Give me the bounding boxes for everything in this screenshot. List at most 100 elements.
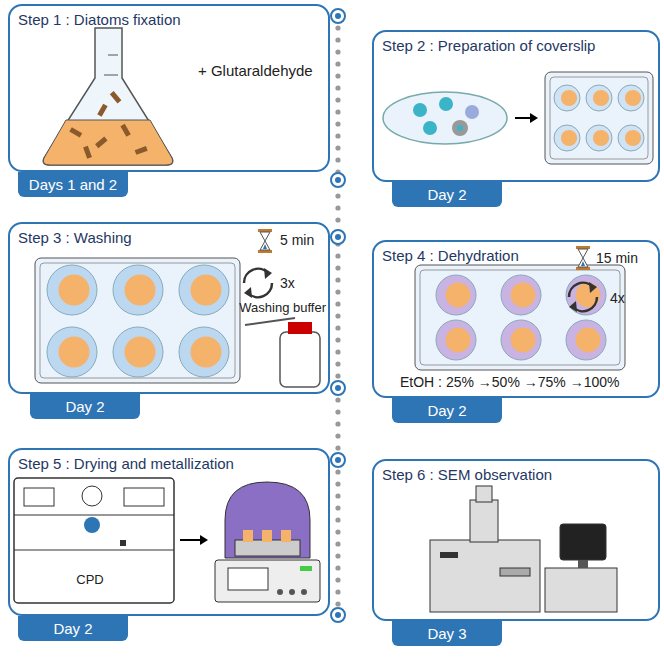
petri-dish	[383, 92, 538, 144]
coverslip	[125, 275, 156, 306]
annotation: 15 min	[596, 250, 638, 266]
timeline-dot	[335, 145, 340, 150]
well	[586, 125, 612, 151]
hourglass	[263, 244, 267, 249]
timeline-dot	[335, 397, 340, 402]
day-label: Day 2	[55, 394, 114, 419]
timeline-dot	[335, 253, 340, 258]
timeline-marker	[331, 608, 345, 622]
step-title: Step 1 : Diatoms fixation	[10, 6, 181, 28]
timeline-dot	[335, 469, 340, 474]
cycle-arrow	[264, 268, 272, 279]
hourglass	[578, 249, 588, 267]
timeline-marker	[331, 9, 345, 23]
timeline-dot	[335, 313, 340, 318]
flask	[43, 28, 173, 165]
timeline-dot	[335, 205, 340, 210]
timeline-dot	[335, 349, 340, 354]
annotation: 5 min	[280, 232, 314, 248]
well	[566, 275, 606, 315]
coverslip	[446, 328, 471, 353]
timeline-dot	[335, 121, 340, 126]
timeline-dot	[335, 73, 340, 78]
hourglass	[581, 261, 585, 266]
well	[554, 125, 580, 151]
timeline-dot	[335, 265, 340, 270]
step-box: Step 1 : Diatoms fixation	[8, 4, 330, 172]
timeline-marker	[335, 385, 341, 391]
day-tab: Day 3	[392, 621, 502, 646]
coverslip	[191, 337, 222, 368]
timeline-dot	[335, 421, 340, 426]
timeline-dot	[335, 61, 340, 66]
timeline-dot	[335, 481, 340, 486]
annotation: 3x	[280, 275, 295, 291]
well	[179, 265, 229, 315]
timeline-dot	[335, 541, 340, 546]
step-box: Step 5 : Drying and metallization	[8, 448, 330, 616]
timeline-dot	[335, 325, 340, 330]
step-box: Step 2 : Preparation of coverslip	[372, 30, 660, 182]
day-label: Day 2	[43, 616, 102, 641]
timeline-dot	[335, 25, 340, 30]
timeline-dot	[335, 517, 340, 522]
day-tab: Day 2	[392, 182, 502, 207]
timeline-marker	[335, 457, 341, 463]
timeline-marker	[335, 234, 341, 240]
step-title: Step 3 : Washing	[10, 224, 132, 246]
timeline-dot	[335, 433, 340, 438]
coverslip	[511, 283, 536, 308]
timeline-dot	[335, 409, 340, 414]
timeline-marker	[335, 177, 341, 183]
timeline-dot	[335, 301, 340, 306]
timeline-dot	[335, 577, 340, 582]
timeline-dot	[335, 217, 340, 222]
timeline-dot	[335, 553, 340, 558]
coverslip	[191, 275, 222, 306]
timeline	[331, 9, 345, 622]
well	[436, 275, 476, 315]
well	[436, 320, 476, 360]
timeline-marker	[331, 173, 345, 187]
coverslip	[59, 337, 90, 368]
step-title: Step 4 : Dehydration	[374, 242, 519, 264]
well	[618, 85, 644, 111]
coverslip	[59, 275, 90, 306]
coverslip	[511, 328, 536, 353]
well	[501, 320, 541, 360]
timeline-dot	[335, 157, 340, 162]
timeline-dot	[335, 373, 340, 378]
day-tab: Days 1 and 2	[18, 172, 128, 197]
timeline-dot	[335, 85, 340, 90]
timeline-dot	[335, 445, 340, 450]
timeline-dot	[335, 601, 340, 606]
timeline-marker	[331, 453, 345, 467]
well	[47, 327, 97, 377]
timeline-dot	[335, 529, 340, 534]
day-tab: Day 2	[30, 394, 140, 419]
coverslip	[625, 130, 641, 146]
step-title: Step 6 : SEM observation	[374, 461, 552, 483]
timeline-dot	[335, 193, 340, 198]
coverslip	[593, 90, 609, 106]
coverslip	[561, 130, 577, 146]
timeline-marker	[335, 612, 341, 618]
cycle-arrow	[244, 287, 252, 298]
annotation: EtOH : 25% →50% →75% →100%	[400, 374, 619, 390]
coverslip	[593, 130, 609, 146]
well	[566, 320, 606, 360]
timeline-dot	[335, 37, 340, 42]
timeline-dot	[335, 97, 340, 102]
timeline-dot	[335, 133, 340, 138]
timeline-dot	[335, 565, 340, 570]
well	[618, 125, 644, 151]
day-tab: Day 2	[392, 398, 502, 423]
annotation: + Glutaraldehyde	[198, 62, 313, 79]
timeline-dot	[335, 337, 340, 342]
step-title: Step 5 : Drying and metallization	[10, 450, 234, 472]
timeline-dot	[335, 361, 340, 366]
timeline-dot	[335, 589, 340, 594]
coverslip	[561, 90, 577, 106]
well	[501, 275, 541, 315]
